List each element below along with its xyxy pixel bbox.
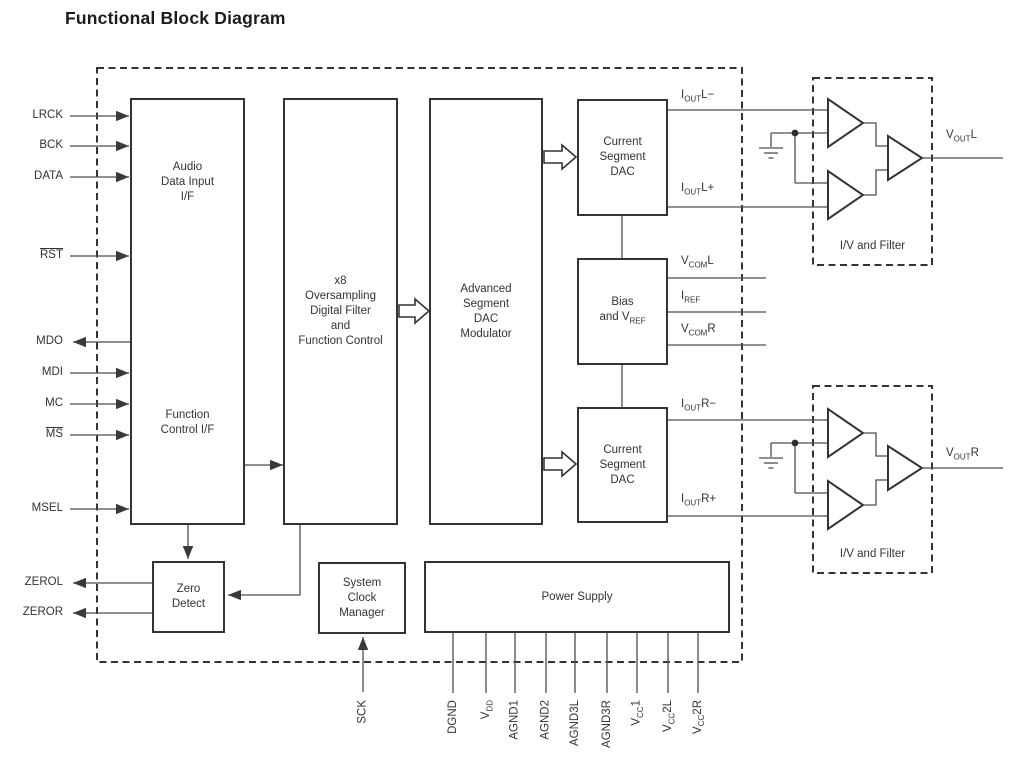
pin-label-vcc2r: VCC2R [692,700,707,734]
pin-label-ioutr-plus: IOUTR+ [681,493,717,508]
iv-filter-right-box [812,385,933,574]
power-supply-block: Power Supply [424,561,730,633]
pin-label-dgnd: DGND [447,700,459,734]
pin-label-mc: MC [45,397,63,409]
pin-label-data: DATA [34,170,63,182]
pin-label-sck: SCK [357,700,369,724]
internal-arrows [182,459,369,692]
left-input-arrows [70,110,129,515]
pin-label-mdo: MDO [36,335,63,347]
system-clock-manager-block: System Clock Manager [318,562,406,634]
junction-dot [791,439,799,447]
pin-label-msel: MSEL [31,502,63,514]
pin-label-agnd1: AGND1 [509,700,521,740]
iv-filter-left-circuit [759,97,1003,221]
opamp-triangles-left [827,97,924,221]
junction-dot [791,129,799,137]
pin-label-voutl: VOUTL [946,129,977,144]
pin-label-agnd3l: AGND3L [569,700,581,747]
current-segment-dac-right-block: Current Segment DAC [577,407,668,523]
pin-label-ioutl-minus: IOUTL− [681,89,715,104]
iv-filter-right-circuit [759,407,1003,531]
audio-data-input-label: Audio Data Input I/F [160,161,215,203]
current-segment-dac-left-block: Current Segment DAC [577,99,668,216]
bias-vref-block: Bias and VREF [577,258,668,365]
pin-label-voutr: VOUTR [946,447,979,462]
zero-detect-block: Zero Detect [152,561,225,633]
pin-label-vdd: VDD [480,700,495,720]
pin-label-vcc2l: VCC2L [662,700,677,733]
pin-label-vcc1: VCC1 [631,700,646,726]
chip-boundary [96,67,743,663]
dac-modulator-block: Advanced Segment DAC Modulator [429,98,543,525]
iv-filter-left-box [812,77,933,266]
pin-label-rst: RST [40,249,63,261]
pin-label-vcomr: VCOMR [681,323,716,338]
pin-label-agnd3r: AGND3R [601,700,613,748]
pin-label-ioutl-plus: IOUTL+ [681,182,715,197]
function-control-if-label: Function Control I/F [160,409,215,436]
pin-label-iref: IREF [681,290,701,305]
power-pins [452,633,699,693]
opamp-triangles-right [827,407,924,531]
left-output-arrows [73,336,152,619]
pin-label-bck: BCK [39,139,63,151]
pin-label-lrck: LRCK [32,109,63,121]
analog-wires [621,109,828,517]
iv-filter-right-label: I/V and Filter [839,548,906,560]
page-title: Functional Block Diagram [65,8,286,28]
pin-label-agnd2: AGND2 [540,700,552,740]
oversampling-filter-block: x8 Oversampling Digital Filter and Funct… [283,98,398,525]
bus-arrows [398,143,578,478]
pin-label-mdi: MDI [41,366,63,378]
pin-label-ioutr-minus: IOUTR− [681,398,717,413]
pin-label-zeror: ZEROR [22,606,63,618]
iv-filter-left-label: I/V and Filter [839,240,906,252]
pin-label-vcoml: VCOML [681,255,714,270]
audio-function-if-block: Audio Data Input I/F Function Control I/… [130,98,245,525]
pin-label-zerol: ZEROL [24,576,63,588]
pin-label-ms: MS [45,428,63,440]
